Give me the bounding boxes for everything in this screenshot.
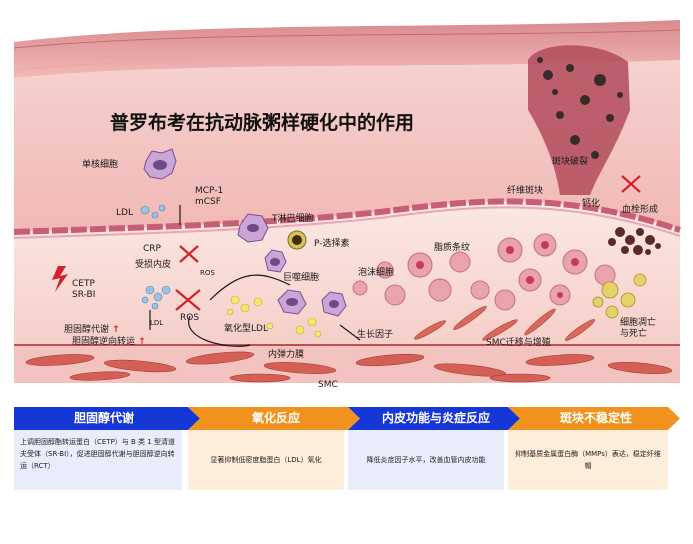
phase-bar bbox=[14, 407, 680, 430]
diagram-title: 普罗布考在抗动脉粥样硬化中的作用 bbox=[110, 112, 415, 134]
up-arrow-icon: ↑ bbox=[135, 337, 146, 347]
foam-cells bbox=[352, 233, 616, 311]
label-elastic-lamina: 内弹力膜 bbox=[268, 350, 305, 360]
ldl-particles bbox=[140, 204, 171, 310]
vessel-intima bbox=[14, 201, 680, 345]
label-apoptosis-2: 与死亡 bbox=[620, 329, 648, 339]
label-chol-rct: 胆固醇逆向转运 ↑ bbox=[72, 337, 146, 348]
label-smc: SMC bbox=[318, 380, 338, 390]
monocyte bbox=[143, 148, 177, 180]
card-endothelial: 降低炎症因子水平，改善血管内皮功能 bbox=[348, 430, 504, 490]
card-oxidation: 显著抑制低密度脂蛋白（LDL）氧化 bbox=[188, 430, 344, 490]
atherosclerosis-illustration bbox=[13, 20, 681, 383]
label-foam-cell: 泡沫细胞 bbox=[358, 268, 395, 278]
phase-label-1: 胆固醇代谢 bbox=[73, 411, 134, 425]
label-tcell: T淋巴细胞 bbox=[272, 214, 314, 224]
flow-arrows bbox=[149, 205, 361, 347]
phase-label-3: 内皮功能与炎症反应 bbox=[381, 411, 490, 425]
label-fibrous-plaque: 纤维斑块 bbox=[507, 186, 544, 196]
card-plaque: 抑制基质金属蛋白酶（MMPs）表达，稳定纤维帽 bbox=[508, 430, 668, 490]
label-pselectin: P-选择素 bbox=[314, 239, 350, 249]
label-ldl-mid: LDL bbox=[150, 319, 164, 327]
t-cell bbox=[287, 230, 307, 250]
label-ldl-top: LDL bbox=[116, 208, 133, 218]
label-ox-ldl: 氧化型LDL bbox=[224, 324, 268, 334]
phase-label-4: 斑块不稳定性 bbox=[559, 411, 632, 425]
label-mcsf: mCSF bbox=[195, 197, 221, 207]
label-monocyte: 单核细胞 bbox=[82, 160, 119, 170]
endothelium bbox=[13, 198, 681, 235]
label-cetp: CETP bbox=[72, 279, 95, 289]
label-thrombus: 血栓形成 bbox=[622, 205, 659, 215]
vessel-wall-top bbox=[14, 20, 680, 78]
inhibit-x-marks bbox=[175, 175, 641, 311]
label-chol-metab: 胆固醇代谢 ↑ bbox=[64, 325, 120, 336]
label-calcification: 钙化 bbox=[582, 199, 601, 209]
label-damaged-endothelium: 受损内皮 bbox=[135, 260, 172, 270]
card-cholesterol: 上调胆固醇酯转运蛋白（CETP）与 B 类 1 型清道夫受体（SR-BI），促进… bbox=[14, 430, 182, 490]
label-smc-migration: SMC迁移与增殖 bbox=[486, 338, 551, 348]
label-apoptosis-1: 细胞凋亡 bbox=[620, 318, 657, 328]
ox-ldl-particles bbox=[226, 295, 322, 338]
label-macrophage: 巨噬细胞 bbox=[283, 273, 320, 283]
phase-arrow-2 bbox=[188, 407, 360, 430]
chol-rct-text: 胆固醇逆向转运 bbox=[72, 337, 136, 347]
lightning-icon bbox=[52, 266, 68, 292]
label-mcp: MCP-1 bbox=[195, 186, 224, 196]
label-ros-small: ROS bbox=[200, 269, 215, 277]
vessel-lumen bbox=[14, 60, 680, 232]
apoptotic-cells bbox=[592, 273, 647, 319]
label-crp: CRP bbox=[143, 244, 161, 254]
label-lipid-streak: 脂质条纹 bbox=[434, 243, 471, 253]
up-arrow-icon: ↑ bbox=[109, 325, 120, 335]
label-growth-factor: 生长因子 bbox=[357, 330, 394, 340]
label-srbi: SR-BI bbox=[72, 290, 96, 300]
phase-arrow-3 bbox=[348, 407, 520, 430]
phase-label-2: 氧化反应 bbox=[251, 411, 300, 425]
label-ros-big: ROS bbox=[180, 313, 200, 323]
label-plaque-rupture: 斑块破裂 bbox=[552, 157, 589, 167]
phase-arrow-4 bbox=[508, 407, 680, 430]
phase-arrow-1 bbox=[14, 407, 200, 430]
thrombus bbox=[608, 227, 661, 255]
chol-metab-text: 胆固醇代谢 bbox=[64, 325, 110, 335]
